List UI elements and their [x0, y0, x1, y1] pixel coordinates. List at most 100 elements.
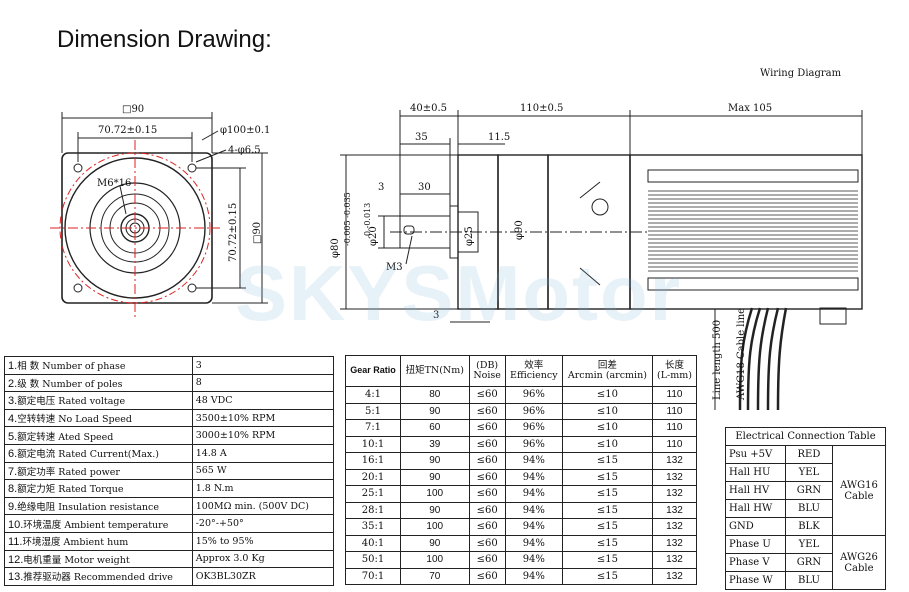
gear-cell: ≤60 — [468, 567, 506, 585]
gear-cell: 7:1 — [344, 419, 402, 437]
connection-color: YEL — [784, 535, 833, 554]
spec-label: 10.环境温度 Ambient temperature — [4, 514, 193, 533]
page-title: Dimension Drawing: — [57, 26, 272, 53]
gear-cell: 5:1 — [344, 402, 402, 420]
connection-caption: Electrical Connection Table — [725, 427, 886, 446]
gear-cell: 25:1 — [344, 485, 402, 503]
connection-color: GRN — [784, 481, 833, 500]
gear-cell: 90 — [400, 452, 470, 470]
gear-cell: 110 — [651, 386, 698, 404]
gear-cell: ≤10 — [561, 435, 653, 453]
gear-cell: 4:1 — [344, 386, 402, 404]
spec-value: 1.8 N.m — [191, 479, 335, 498]
gear-header-cell: 长度 (L-mm) — [651, 355, 698, 387]
spec-label-text: 电机重量 Motor weight — [23, 554, 130, 566]
gear-cell: ≤15 — [561, 518, 653, 536]
dim-3-bottom: 3 — [433, 310, 439, 321]
gear-cell: 132 — [651, 518, 698, 536]
gear-cell: ≤15 — [561, 485, 653, 503]
gear-cell: ≤15 — [561, 468, 653, 486]
gear-cell: ≤15 — [561, 534, 653, 552]
spec-number: 13. — [8, 571, 24, 584]
gear-cell: ≤10 — [561, 419, 653, 437]
gear-cell: 94% — [504, 567, 563, 585]
dim-m3: M3 — [386, 262, 403, 273]
spec-label-text: 额定电流 Rated Current(Max.) — [17, 449, 159, 461]
gear-cell: 100 — [400, 485, 470, 503]
connection-color: GRN — [784, 553, 833, 572]
spec-value: -20°-+50° — [191, 514, 335, 533]
gear-cell: 90 — [400, 534, 470, 552]
spec-row: 10.环境温度 Ambient temperature-20°-+50° — [4, 514, 335, 533]
side-view — [340, 110, 863, 411]
spec-number: 4. — [8, 413, 18, 426]
gear-cell: 94% — [504, 501, 563, 519]
gear-header-cell: 扭矩TN(Nm) — [400, 355, 470, 387]
gear-cell: 90 — [400, 468, 470, 486]
spec-label-text: 环境湿度 Ambient hum — [22, 537, 129, 549]
gear-cell: ≤15 — [561, 567, 653, 585]
spec-number: 6. — [8, 448, 18, 461]
connection-name: Phase U — [725, 535, 786, 554]
gear-cell: 94% — [504, 468, 563, 486]
gear-header-cell: (DB) Noise — [468, 355, 506, 387]
gear-cell: 96% — [504, 419, 563, 437]
spec-number: 1. — [8, 360, 18, 373]
gear-header-cell: 回差 Arcmin (arcmin) — [561, 355, 653, 387]
dim-max: Max 105 — [728, 103, 772, 114]
spec-number: 7. — [8, 465, 18, 478]
gear-cell: ≤10 — [561, 402, 653, 420]
gear-cell: 90 — [400, 501, 470, 519]
connection-name: Phase V — [725, 553, 786, 572]
gear-cell: 80 — [400, 386, 470, 404]
gear-cell: 50:1 — [344, 551, 402, 569]
spec-number: 3. — [8, 395, 18, 408]
dim-phi20-tol: 0 -0.013 — [363, 203, 372, 236]
gear-cell: 132 — [651, 501, 698, 519]
dim-square-top: □90 — [122, 104, 144, 115]
gear-cell: 132 — [651, 452, 698, 470]
dim-height: 70.72±0.15 — [228, 203, 239, 262]
gear-cell: 28:1 — [344, 501, 402, 519]
gear-cell: ≤60 — [468, 518, 506, 536]
dim-30: 30 — [418, 182, 431, 193]
gear-cell: 96% — [504, 386, 563, 404]
spec-value: 8 — [191, 373, 335, 393]
connection-name: Hall HU — [725, 463, 786, 482]
gear-cell: 35:1 — [344, 518, 402, 536]
gear-cell: ≤60 — [468, 468, 506, 486]
dim-35: 35 — [415, 132, 428, 143]
gear-cell: ≤10 — [561, 386, 653, 404]
spec-number: 5. — [8, 430, 18, 443]
front-view — [50, 112, 268, 318]
gear-cell: 94% — [504, 452, 563, 470]
spec-value: 3000±10% RPM — [191, 426, 335, 445]
spec-label-text: 环境温度 Ambient temperature — [23, 519, 169, 531]
gear-cell: 10:1 — [344, 435, 402, 453]
spec-label: 12.电机重量 Motor weight — [4, 549, 193, 569]
gear-cell: 100 — [400, 518, 470, 536]
gear-cell: 132 — [651, 551, 698, 569]
gear-cell: 132 — [651, 567, 698, 585]
spec-value: 15% to 95% — [191, 531, 335, 551]
spec-label: 4.空转转速 No Load Speed — [4, 408, 193, 428]
gear-cell: 110 — [651, 402, 698, 420]
connection-color: RED — [784, 445, 833, 464]
